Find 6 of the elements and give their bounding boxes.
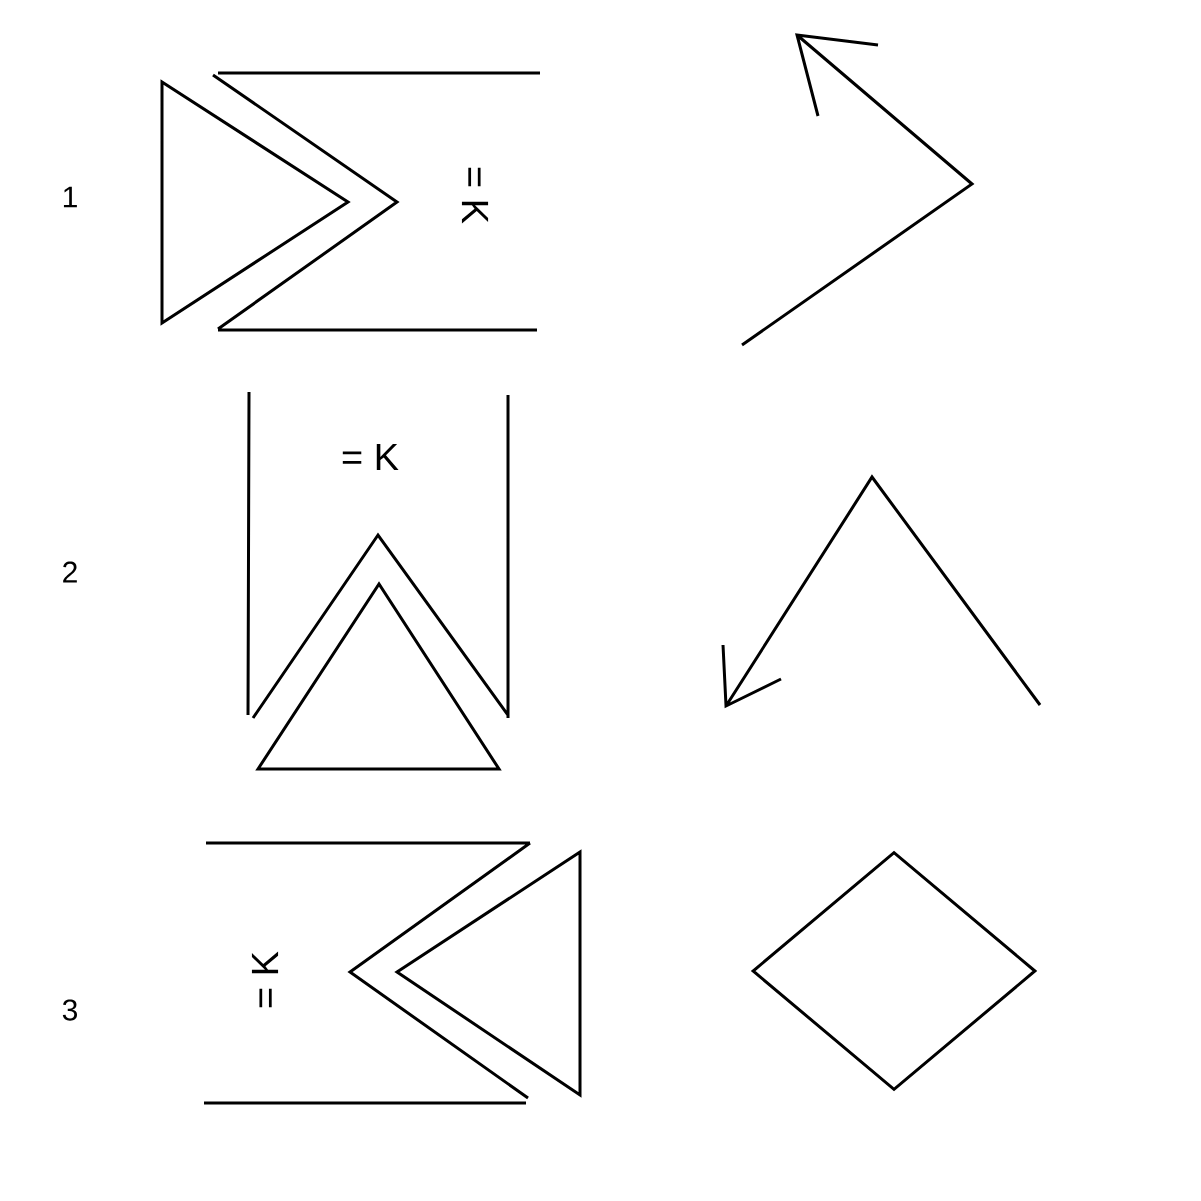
row-number: 1 (63, 186, 77, 208)
equation-label: = K (461, 167, 489, 224)
equation-label: = K (251, 951, 279, 1008)
row-number: 2 (63, 561, 77, 583)
equation-label: = K (342, 443, 399, 471)
row-number: 3 (62, 999, 78, 1021)
